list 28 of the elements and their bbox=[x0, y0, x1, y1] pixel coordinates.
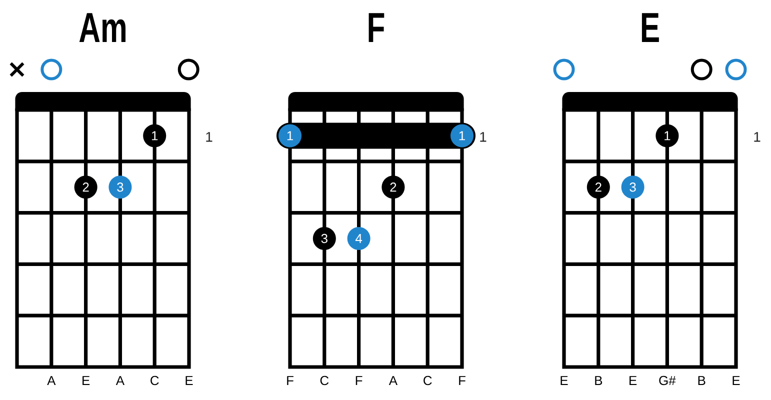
string-note: C bbox=[424, 376, 432, 386]
string-note: B bbox=[698, 376, 706, 385]
string-note: E bbox=[560, 376, 568, 385]
fret-number: 1 bbox=[754, 132, 760, 142]
chord-name: F bbox=[368, 13, 384, 42]
fret-number: 1 bbox=[206, 132, 212, 142]
open-string-marker bbox=[725, 58, 747, 80]
open-string-marker bbox=[178, 58, 200, 80]
open-string-marker bbox=[40, 58, 62, 80]
string-note: A bbox=[47, 376, 56, 385]
string-note: A bbox=[388, 376, 398, 385]
chord-name: E bbox=[642, 13, 659, 42]
string-note: E bbox=[630, 376, 637, 385]
string-note: F bbox=[459, 376, 466, 385]
string-note: F bbox=[356, 376, 362, 385]
open-string-marker bbox=[553, 58, 575, 80]
string-note: C bbox=[320, 376, 329, 386]
string-note: F bbox=[287, 376, 294, 385]
string-note: E bbox=[186, 376, 193, 385]
string-note: G# bbox=[659, 376, 676, 386]
string-note: E bbox=[732, 376, 740, 385]
string-note: A bbox=[116, 376, 124, 385]
string-note: E bbox=[82, 376, 90, 385]
chord-name: Am bbox=[79, 13, 126, 42]
string-note: B bbox=[595, 376, 602, 385]
open-string-marker bbox=[690, 58, 712, 80]
muted-string-marker bbox=[10, 62, 24, 77]
string-note: C bbox=[150, 376, 159, 386]
